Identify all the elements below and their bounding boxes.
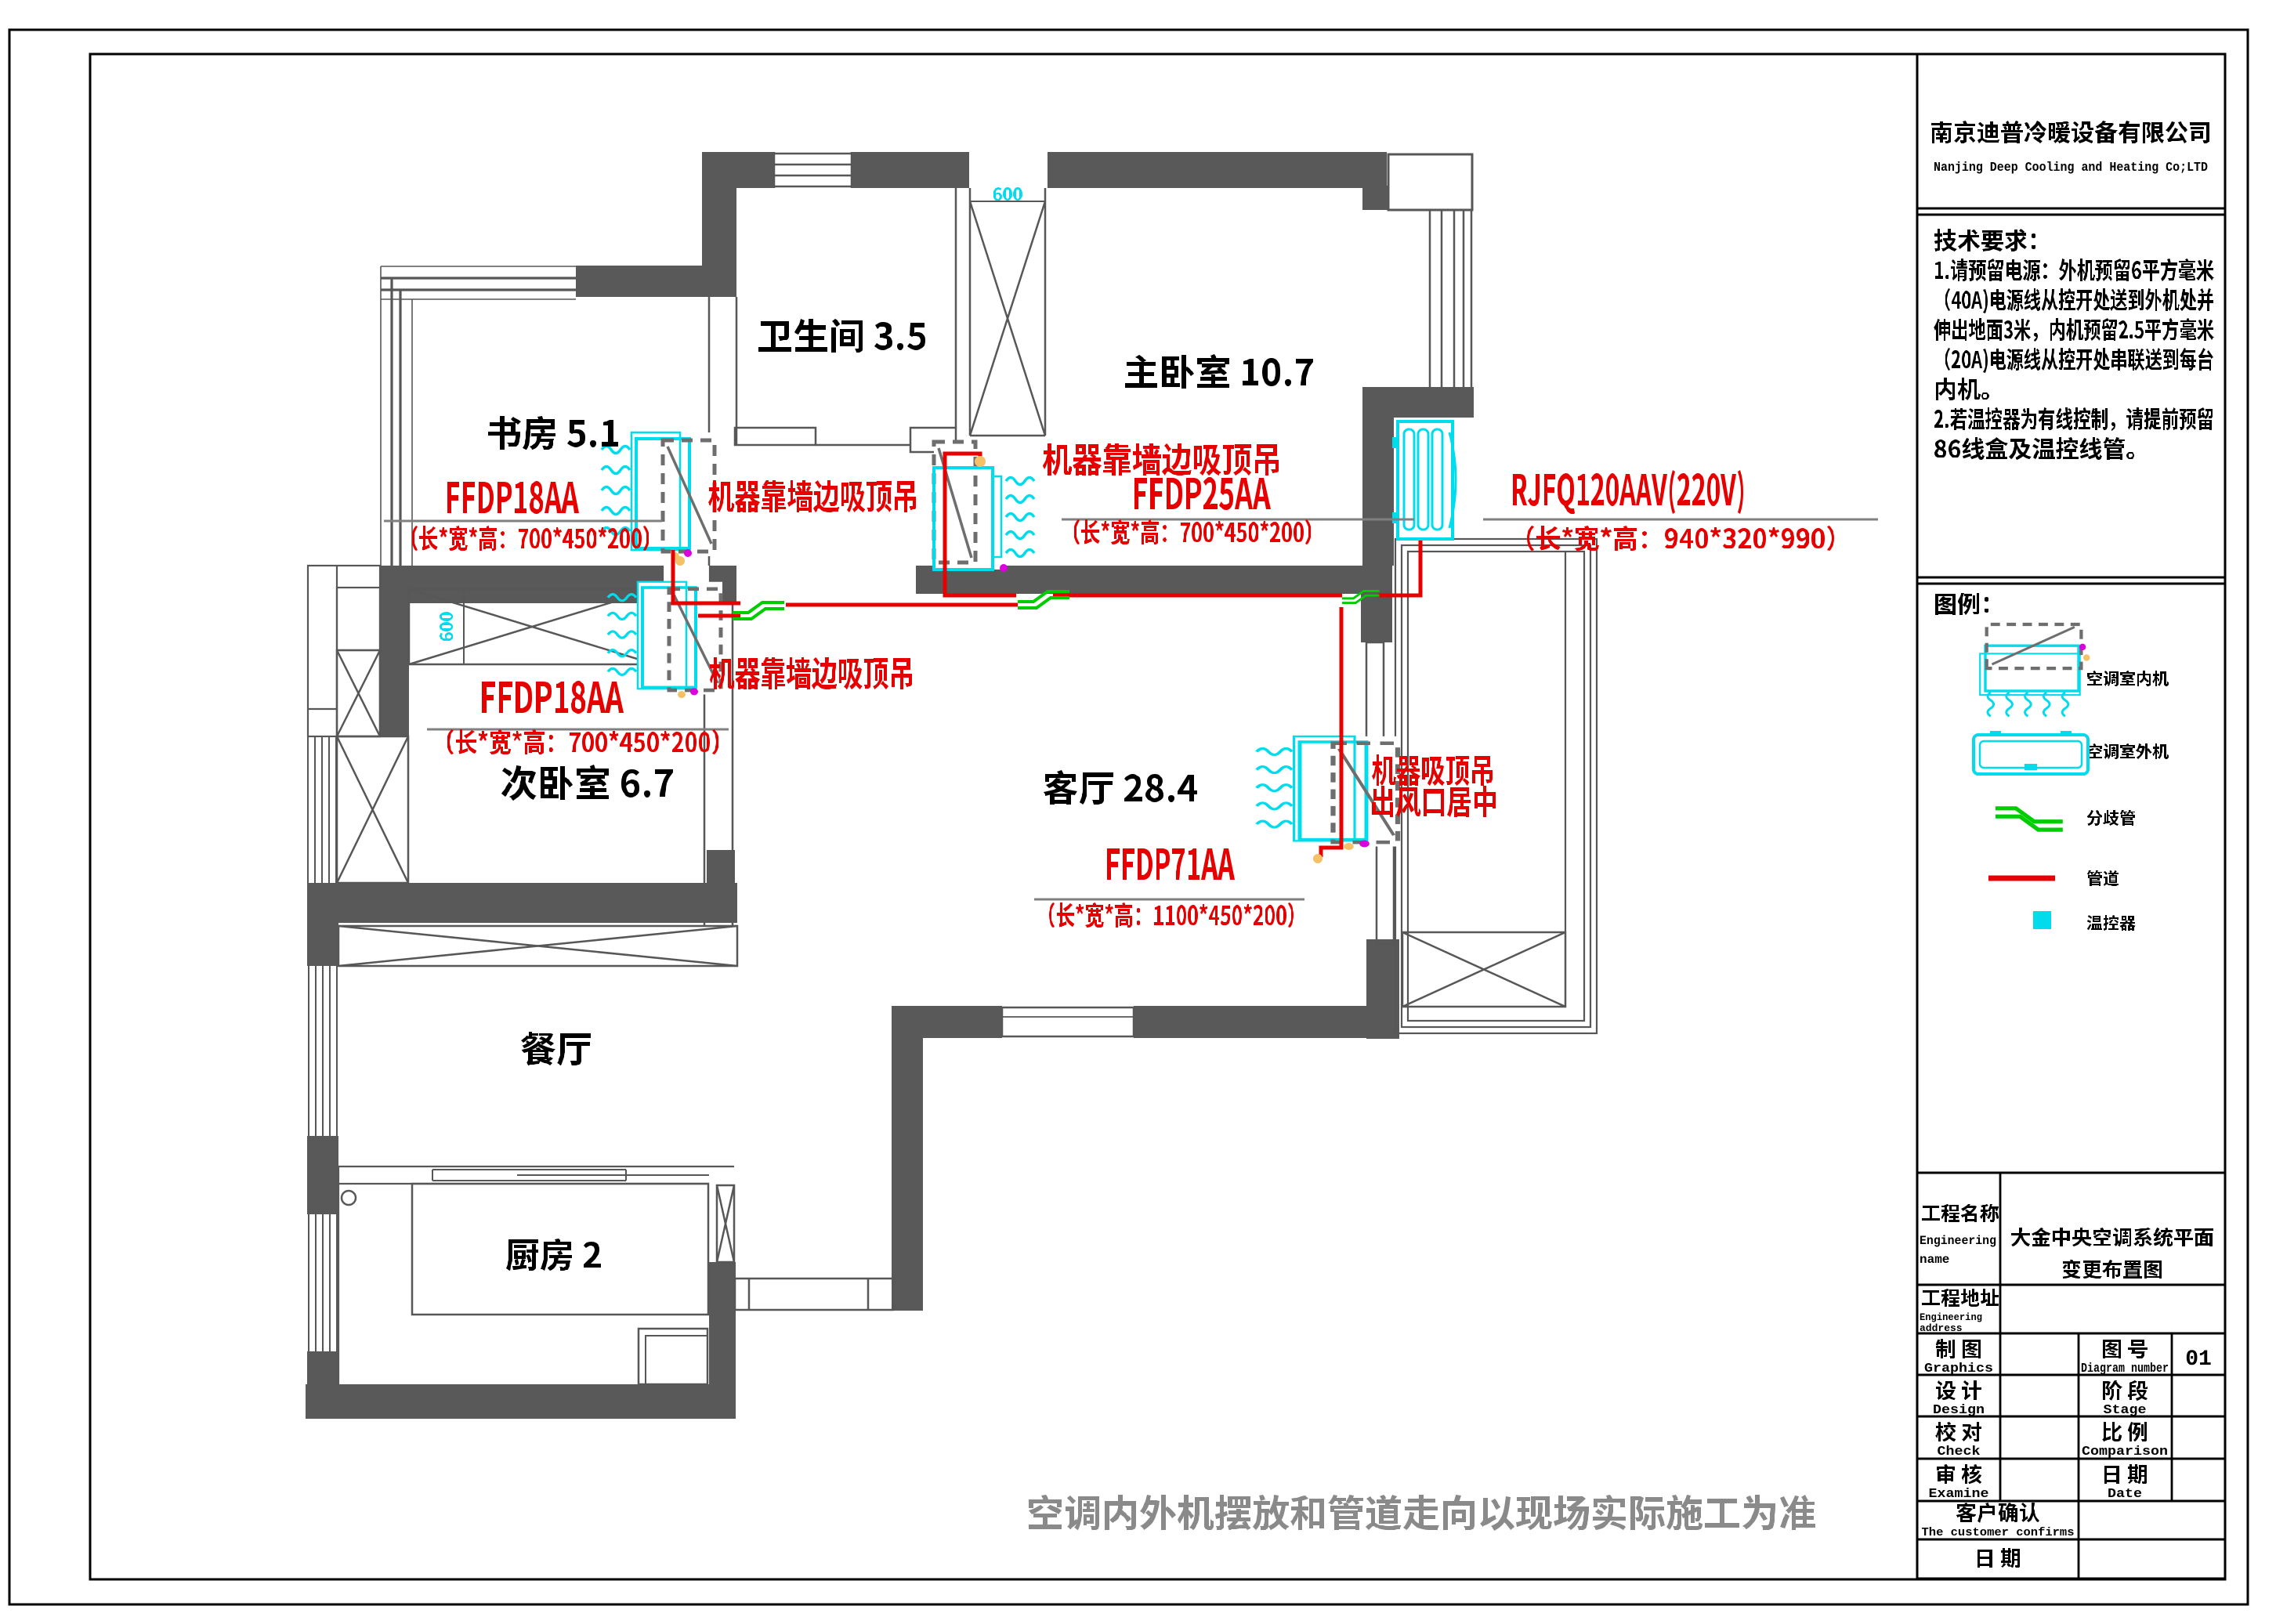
svg-text:Engineering: Engineering bbox=[1920, 1234, 1996, 1248]
svg-text:Examine: Examine bbox=[1929, 1487, 1989, 1502]
svg-text:Diagram number: Diagram number bbox=[2081, 1362, 2169, 1376]
svg-text:Nanjing Deep Cooling and Heati: Nanjing Deep Cooling and Heating Co;LTD bbox=[1934, 161, 2208, 175]
svg-text:01: 01 bbox=[2185, 1347, 2212, 1372]
svg-text:Stage: Stage bbox=[2104, 1403, 2147, 1418]
svg-text:address: address bbox=[1920, 1322, 1963, 1334]
svg-text:name: name bbox=[1920, 1253, 1949, 1267]
svg-text:Engineering: Engineering bbox=[1920, 1311, 1982, 1323]
svg-text:Date: Date bbox=[2108, 1487, 2142, 1502]
svg-text:Design: Design bbox=[1933, 1403, 1985, 1418]
svg-text:Comparison: Comparison bbox=[2082, 1445, 2168, 1459]
svg-text:Check: Check bbox=[1938, 1445, 1981, 1459]
svg-text:Graphics: Graphics bbox=[1924, 1362, 1993, 1376]
svg-text:The customer confirms: The customer confirms bbox=[1922, 1526, 2075, 1539]
